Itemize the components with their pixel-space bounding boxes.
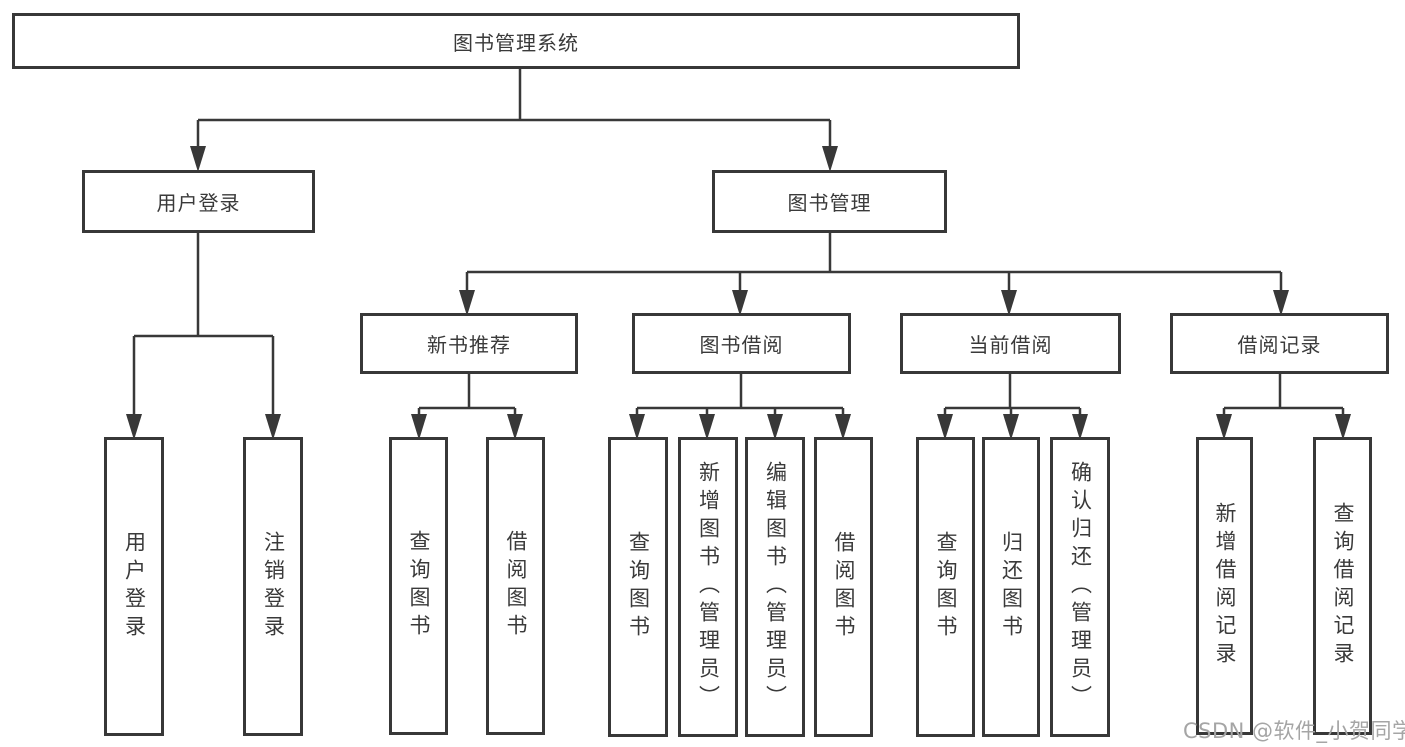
arrow-down-icon: [507, 414, 523, 440]
leaf-confirm-return-admin: 确认归还（管理员）: [1050, 437, 1110, 737]
node-label: 用户登录: [156, 191, 241, 215]
tree-edges: [132, 69, 1345, 420]
arrowheads: [126, 146, 1351, 440]
node-label: 确认归还（管理员）: [1068, 461, 1093, 713]
leaf-add-borrow-record: 新增借阅记录: [1196, 437, 1253, 735]
node-label: 借阅图书: [832, 531, 857, 643]
node-user-login: 用户登录: [82, 170, 315, 233]
node-label: 归还图书: [999, 531, 1024, 643]
node-label: 新增图书（管理员）: [696, 461, 721, 713]
arrow-down-icon: [937, 414, 953, 440]
arrow-down-icon: [459, 290, 475, 316]
leaf-borrow-books: 借阅图书: [486, 437, 545, 735]
arrow-down-icon: [822, 146, 838, 172]
arrow-down-icon: [699, 414, 715, 440]
leaf-add-books-admin: 新增图书（管理员）: [678, 437, 738, 737]
arrow-down-icon: [767, 414, 783, 440]
leaf-borrow-books: 借阅图书: [814, 437, 873, 737]
node-label: 图书借阅: [699, 333, 784, 357]
node-label: 新书推荐: [427, 333, 511, 357]
arrow-down-icon: [1273, 290, 1289, 316]
node-label: 借阅图书: [504, 530, 529, 642]
node-current-borrowing: 当前借阅: [900, 313, 1121, 374]
arrow-down-icon: [629, 414, 645, 440]
arrow-down-icon: [1335, 414, 1351, 440]
arrow-down-icon: [265, 414, 281, 440]
node-label: 当前借阅: [968, 333, 1053, 357]
arrow-down-icon: [190, 146, 206, 172]
arrow-down-icon: [411, 414, 427, 440]
node-label: 图书管理: [787, 191, 872, 215]
node-label: 查询图书: [934, 531, 959, 643]
arrow-down-icon: [126, 414, 142, 440]
leaf-query-books: 查询图书: [916, 437, 975, 737]
node-label: 查询借阅记录: [1331, 502, 1356, 670]
leaf-logout: 注销登录: [243, 437, 303, 736]
leaf-query-books: 查询图书: [608, 437, 668, 737]
arrow-down-icon: [1003, 414, 1019, 440]
node-book-management: 图书管理: [712, 170, 947, 233]
node-label: 图书管理系统: [453, 30, 579, 55]
leaf-edit-books-admin: 编辑图书（管理员）: [745, 437, 805, 737]
leaf-return-books: 归还图书: [982, 437, 1040, 737]
arrow-down-icon: [732, 290, 748, 316]
node-label: 查询图书: [626, 531, 651, 643]
node-borrowing-records: 借阅记录: [1170, 313, 1389, 374]
node-label: 用户登录: [122, 530, 147, 643]
arrow-down-icon: [835, 414, 851, 440]
arrow-down-icon: [1001, 290, 1017, 316]
leaf-user-login: 用户登录: [104, 437, 164, 736]
leaf-query-books: 查询图书: [389, 437, 448, 735]
csdn-watermark: CSDN @软件_小贺同学: [1183, 719, 1405, 743]
node-label: 借阅记录: [1237, 333, 1322, 357]
node-new-book-recommendation: 新书推荐: [360, 313, 578, 374]
node-book-borrowing: 图书借阅: [632, 313, 851, 374]
node-library-management-system: 图书管理系统: [12, 13, 1020, 69]
node-label: 注销登录: [261, 530, 286, 643]
node-label: 编辑图书（管理员）: [763, 461, 788, 713]
arrow-down-icon: [1216, 414, 1232, 440]
leaf-query-borrow-record: 查询借阅记录: [1313, 437, 1372, 735]
node-label: 新增借阅记录: [1213, 502, 1238, 670]
node-label: 查询图书: [407, 530, 432, 642]
arrow-down-icon: [1072, 414, 1088, 440]
